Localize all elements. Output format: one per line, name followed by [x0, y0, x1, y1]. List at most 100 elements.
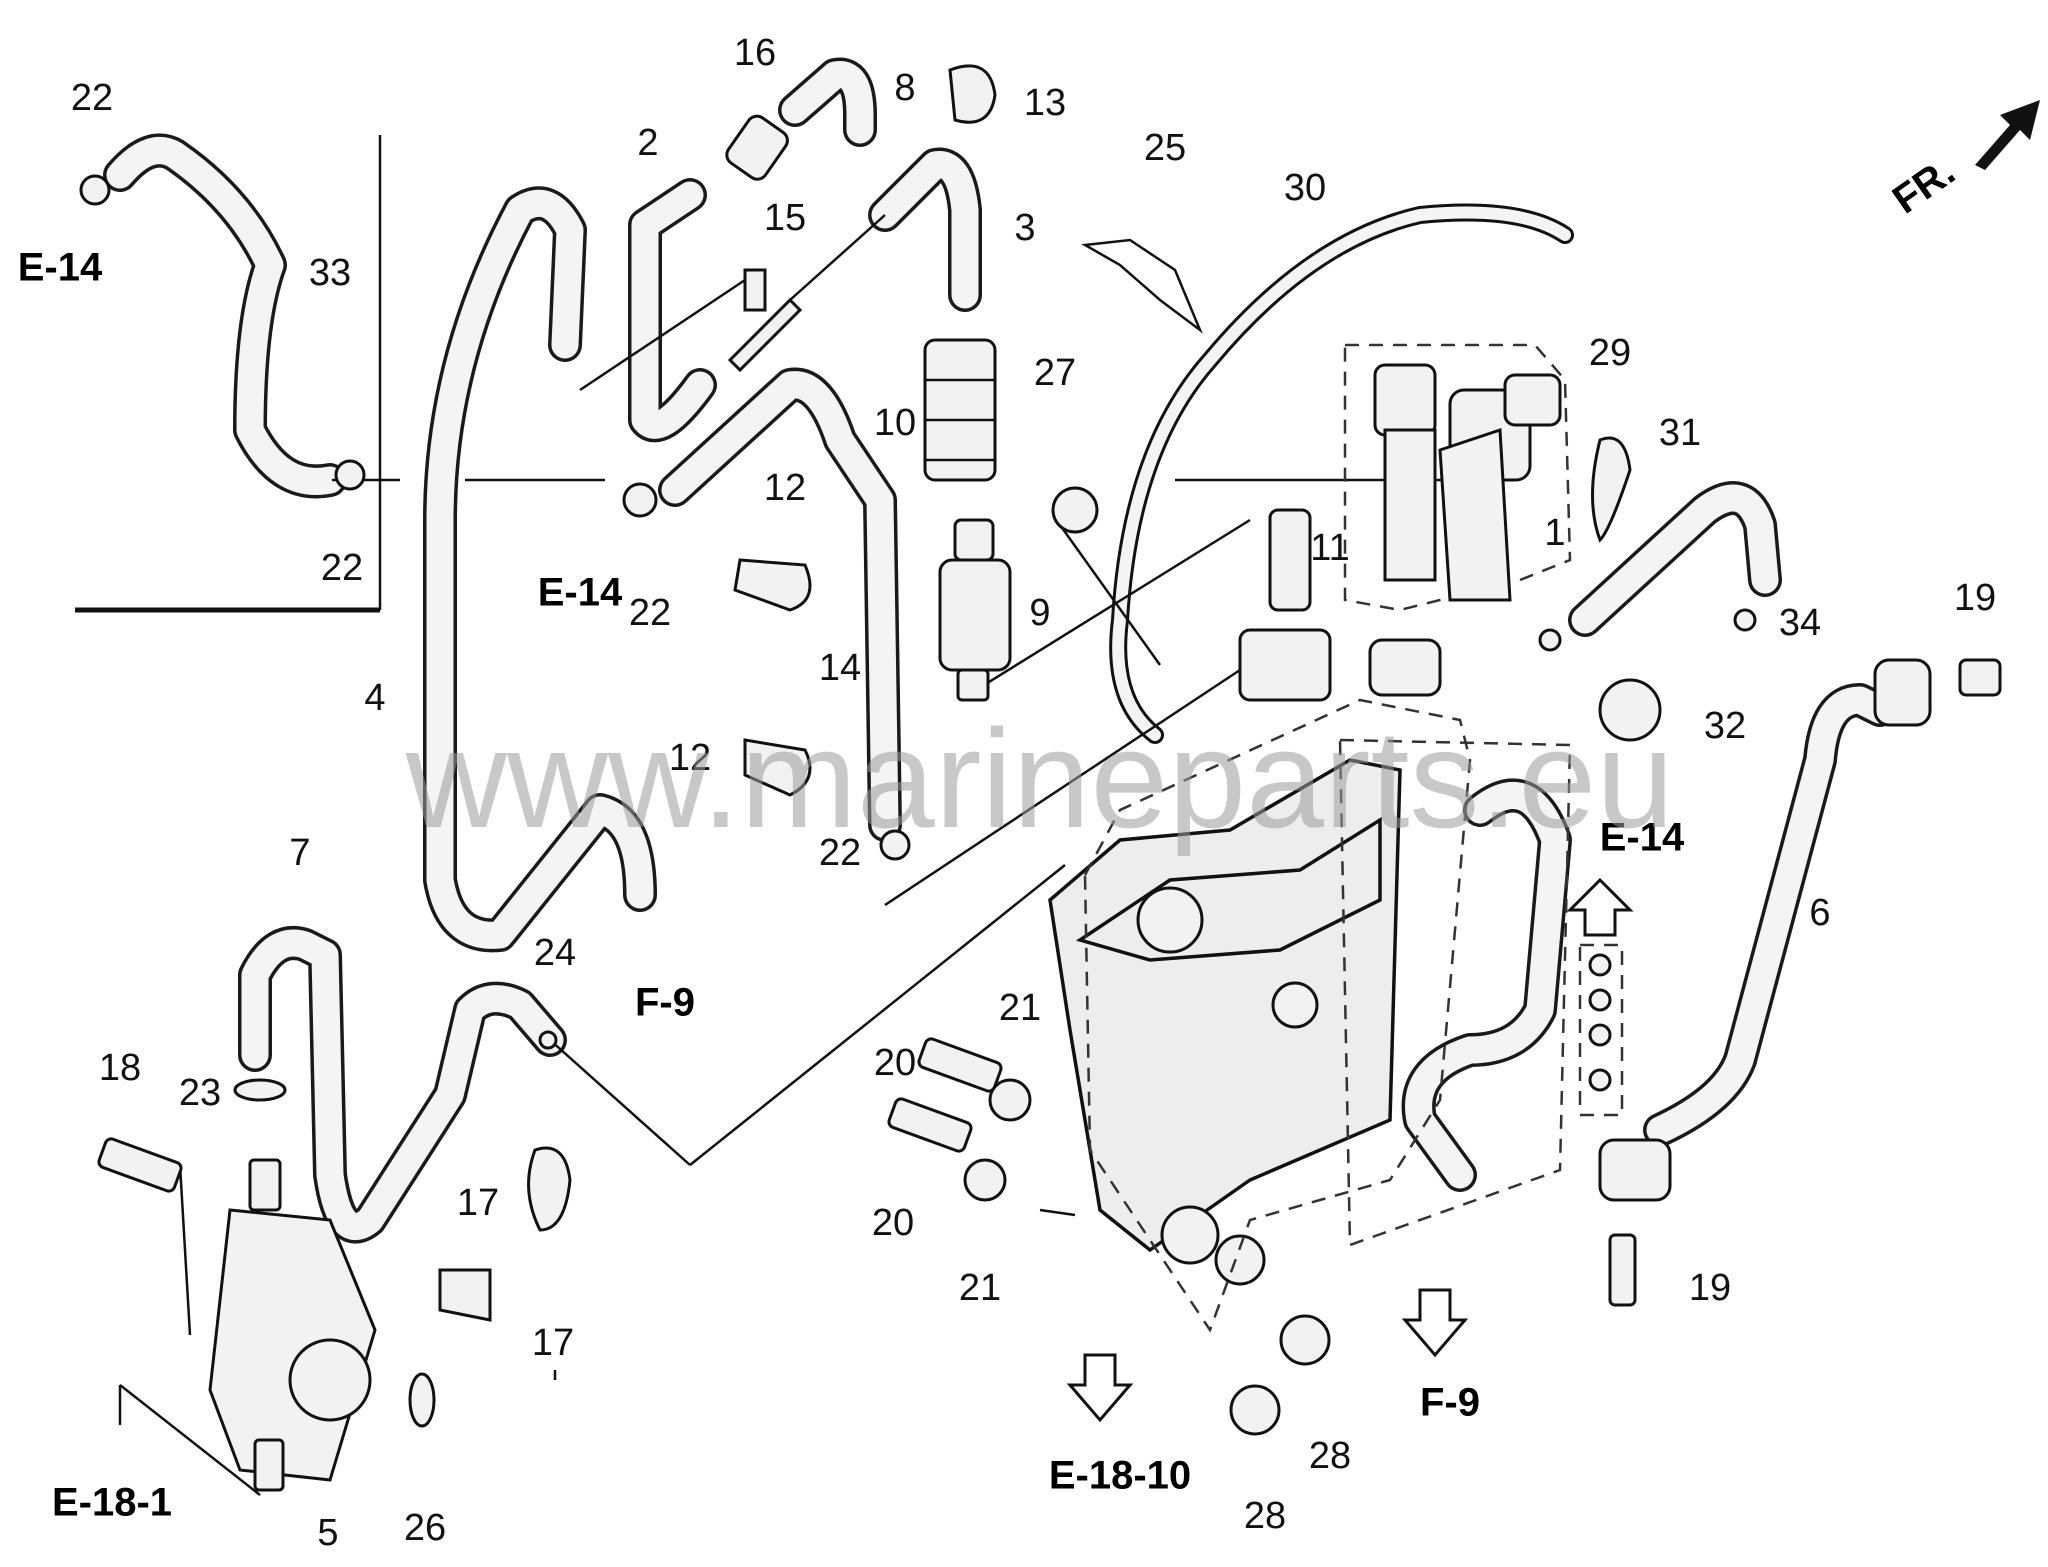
- part-label-12: 12: [764, 467, 806, 509]
- fitting-6-lower[interactable]: [1598, 1138, 1672, 1202]
- part-label-9: 9: [1029, 592, 1050, 634]
- return-hose: [1401, 778, 1572, 1192]
- part-label-28: 28: [1309, 1435, 1351, 1477]
- part-label-30: 30: [1284, 167, 1326, 209]
- part-label-20: 20: [872, 1202, 914, 1244]
- clip-1[interactable]: [1538, 628, 1562, 652]
- part-label-19: 19: [1954, 577, 1996, 619]
- grommet-stack: [1588, 953, 1612, 1092]
- clamp-17-lower[interactable]: [438, 1268, 492, 1322]
- part-label-19: 19: [1689, 1267, 1731, 1309]
- clamp-22-top-left[interactable]: [79, 174, 111, 206]
- part-label-31: 31: [1659, 412, 1701, 454]
- clamp-22-left[interactable]: [334, 459, 366, 491]
- part-label-25: 25: [1144, 127, 1186, 169]
- tee-15[interactable]: [727, 268, 803, 373]
- ref-e18-1: E-18-1: [52, 1481, 172, 1525]
- part-label-34: 34: [1779, 602, 1821, 644]
- part-label-22: 22: [321, 547, 363, 589]
- hose-30[interactable]: [1109, 203, 1574, 744]
- part-label-29: 29: [1589, 332, 1631, 374]
- down-arrow-e18-10: [1066, 1353, 1134, 1423]
- ref-f9-right: F-9: [1420, 1381, 1480, 1425]
- part-label-32: 32: [1704, 705, 1746, 747]
- bolt-20-lower[interactable]: [887, 1097, 973, 1153]
- part-label-28: 28: [1244, 1495, 1286, 1537]
- carburetor-inset: [1373, 363, 1562, 602]
- part-label-21: 21: [999, 987, 1041, 1029]
- hose-3[interactable]: [868, 147, 982, 312]
- valve-16[interactable]: [723, 112, 791, 183]
- part-label-33: 33: [309, 252, 351, 294]
- vapor-separator-assembly[interactable]: [1048, 628, 1442, 1286]
- clip-23[interactable]: [233, 1078, 287, 1102]
- up-arrow-e14: [1566, 877, 1634, 937]
- part-label-13: 13: [1024, 82, 1066, 124]
- hose-8[interactable]: [778, 57, 877, 147]
- clamp-22-lower[interactable]: [879, 829, 911, 861]
- part-label-27: 27: [1034, 352, 1076, 394]
- clip-24[interactable]: [538, 1030, 558, 1050]
- part-label-5: 5: [317, 1512, 338, 1554]
- part-label-15: 15: [764, 197, 806, 239]
- clamp-27[interactable]: [1051, 486, 1099, 534]
- washer-21-lower[interactable]: [963, 1158, 1007, 1202]
- clamp-29[interactable]: [1591, 436, 1632, 543]
- part-label-23: 23: [179, 1072, 221, 1114]
- clip-25[interactable]: [1081, 238, 1203, 334]
- clamp-12-upper[interactable]: [733, 558, 812, 612]
- hose-14[interactable]: [658, 367, 902, 842]
- down-arrow-f9: [1401, 1288, 1469, 1358]
- hose-31[interactable]: [1568, 481, 1782, 637]
- hose-4[interactable]: [423, 186, 657, 953]
- part-label-18: 18: [99, 1047, 141, 1089]
- part-label-20: 20: [874, 1042, 916, 1084]
- ref-f9-left: F-9: [635, 981, 695, 1025]
- part-label-17: 17: [457, 1182, 499, 1224]
- reference-labels: E-14 E-14 F-9 E-14 E-18-1 E-18-10 F-9 FR…: [18, 149, 1963, 1524]
- ref-e18-10: E-18-10: [1049, 1454, 1191, 1498]
- part-label-8: 8: [894, 67, 915, 109]
- hose-7[interactable]: [238, 926, 567, 1244]
- clamp-17-upper[interactable]: [527, 1146, 572, 1232]
- clamp-32[interactable]: [1598, 678, 1662, 742]
- clamp-12-lower[interactable]: [743, 738, 812, 797]
- fuel-pump-5[interactable]: [208, 1158, 377, 1492]
- clamp-22-mid[interactable]: [622, 482, 658, 518]
- hose-33[interactable]: [103, 133, 347, 499]
- clamp-13[interactable]: [948, 64, 997, 124]
- ref-e14-mid: E-14: [538, 571, 623, 615]
- part-label-2: 2: [637, 122, 658, 164]
- fitting-6-upper[interactable]: [1873, 658, 1932, 727]
- fuel-filter-9[interactable]: [938, 518, 1012, 702]
- part-label-17: 17: [532, 1322, 574, 1364]
- hose-6[interactable]: [1643, 683, 1897, 1147]
- bolt-20-upper[interactable]: [917, 1037, 1003, 1093]
- leader-lines: [118, 214, 1445, 1496]
- plug-28-upper[interactable]: [1279, 1314, 1331, 1366]
- part-label-21: 21: [959, 1267, 1001, 1309]
- dashed-outlines: [1083, 343, 1624, 1333]
- ref-e14-right: E-14: [1600, 816, 1685, 860]
- watermark: www.marineparts.eu: [405, 700, 1674, 857]
- part-label-12: 12: [669, 737, 711, 779]
- clip-34[interactable]: [1733, 608, 1757, 632]
- bolt-19-upper[interactable]: [1958, 658, 2002, 697]
- part-label-7: 7: [289, 832, 310, 874]
- part-label-22: 22: [71, 77, 113, 119]
- ref-e14-top-left: E-14: [18, 246, 103, 290]
- bolt-19-lower[interactable]: [1608, 1233, 1637, 1307]
- part-label-1: 1: [1544, 512, 1565, 554]
- washer-26[interactable]: [408, 1372, 436, 1428]
- filter-10[interactable]: [923, 338, 997, 482]
- plug-28-lower[interactable]: [1229, 1384, 1281, 1436]
- hose-2[interactable]: [628, 178, 717, 443]
- part-label-11: 11: [1310, 527, 1349, 569]
- part-labels: 22 33 22 2 16 8 13 15 3 25 30 10 27 12 2…: [71, 32, 1996, 1554]
- spacer-11[interactable]: [1268, 508, 1312, 612]
- bolt-18[interactable]: [97, 1137, 183, 1193]
- part-label-6: 6: [1809, 892, 1830, 934]
- washer-21-upper[interactable]: [988, 1078, 1032, 1122]
- front-direction-arrow: [1975, 100, 2040, 170]
